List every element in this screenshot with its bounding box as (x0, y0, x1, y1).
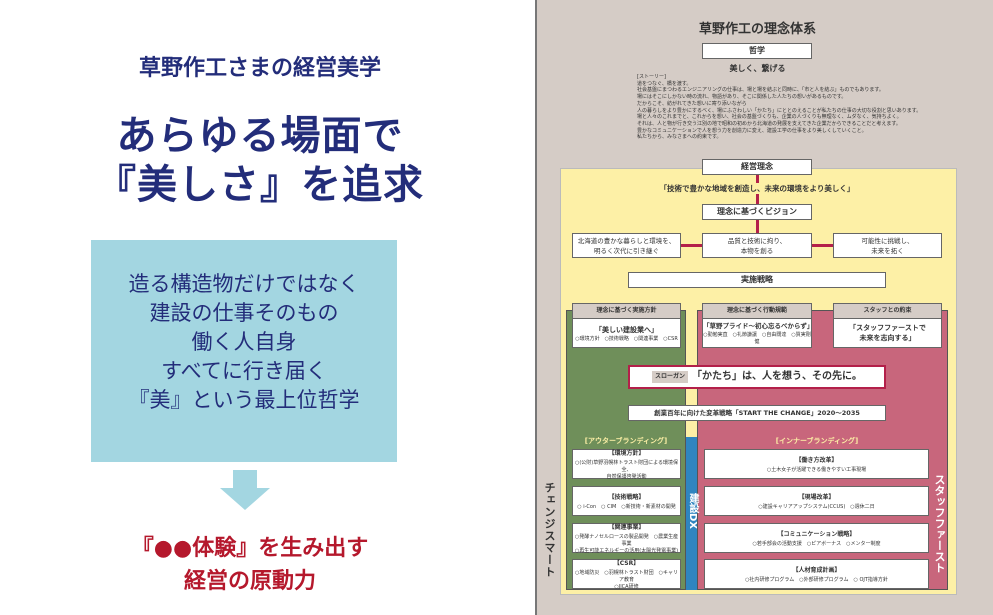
inner-item: 【人材育成計画】○社内研修プログラム ○外部研修プログラム ○ OJT指導方針 (704, 559, 929, 589)
construction-dx-label: 建設DX (687, 493, 698, 530)
story-line: 人の暮らしをより豊かにするべく、場にふさわしい「かたち」にととのえることが私たち… (637, 107, 922, 114)
change-strategy: 創業百年に向けた変革戦略「START THE CHANGE」2020〜2035 (628, 405, 886, 421)
story-line: 私たちから、みなさまへの約束です。 (637, 134, 722, 141)
dx-column (686, 437, 697, 590)
box-line: 建設の仕事そのもの (149, 301, 339, 325)
story-line: 社会基盤にまつわるエンジニアリングの仕事は、場と場を結ぶと同時に、「市と人を結ぶ… (637, 87, 884, 94)
story-line: [ストーリー] (637, 74, 666, 80)
inner-item: 【コミュニケーション戦略】○若手部会の活動支援 ○ピアボーナス ○メンター制度 (704, 523, 929, 553)
pillar-3: 「スタッフファーストで未来を志向する」 (833, 318, 942, 348)
headline-line-2: 『美しさ』を追求 (96, 162, 424, 208)
conclusion-line-2: 経営の原動力 (183, 569, 316, 594)
change-smart-label: チェンジスマート (543, 482, 556, 578)
story-line: それは、人と物が行き交う江別の地で昭和の初めから北海道の発展を支えてきた企業だか… (637, 120, 901, 127)
conclusion-line-1: 『●●体験』を生み出す (131, 536, 369, 561)
philosophy-box: 造る構造物だけではなく 建設の仕事そのもの 働く人自身 すべてに行き届く 『美』… (91, 240, 397, 462)
vision-3: 可能性に挑戦し、未来を拓く (833, 233, 942, 258)
box-line: 『美』という最上位哲学 (128, 388, 360, 412)
story-line: 道をつなぐ、橋を渡す。 (637, 80, 692, 87)
story-line: 場にはそこにしかない時の流れ、物語があり、そこに関係した人たちの想いがあるもので… (637, 94, 847, 101)
outer-item: 【関連事業】○発酵ナノセルロースの製品開発 ○農業生産事業○再生可能エネルギーの… (572, 523, 681, 554)
pillar-1: 「美しい建設業へ」○環境方針 ○技術戦略 ○関連事業 ○CSR (572, 318, 681, 348)
headline-line-1: あらゆる場面で (116, 113, 404, 159)
strategy-label: 実施戦略 (628, 272, 886, 288)
philosophy-label: 哲学 (702, 43, 812, 59)
management-philosophy: 「技術で豊かな地域を創造し、未来の環境をより美しく」 (600, 183, 914, 194)
slogan-text: 「かたち」は、人を想う、その先に。 (692, 371, 862, 382)
down-arrow-icon (220, 470, 270, 510)
box-line: 造る構造物だけではなく (128, 272, 360, 296)
philosophy-text: 美しく、繋げる (729, 64, 786, 73)
outer-item: 【技術戦略】○ i-Con ○ CIM ○新技術・新素材の開発 (572, 486, 681, 516)
story-line: 豊かなコミュニケーションで人を想う力を創造力に変え、建設工学の仕事をより美しくし… (637, 127, 867, 134)
diagram-title: 草野作工の理念体系 (698, 22, 816, 37)
staff-first-label: スタッフファースト (933, 474, 946, 573)
outer-item: 【CSR】○地域防災 ○羽幌林トラスト財団 ○キャリア教育○JICA研修 (572, 559, 681, 590)
box-line: 働く人自身 (191, 330, 297, 354)
box-line: すべてに行き届く (161, 359, 327, 383)
inner-branding-label: [インナーブランディング] (775, 437, 859, 445)
slogan-tag: スローガン (651, 371, 688, 383)
story-line: だからこそ、紡がれてきた想いに寄り添いながら (637, 100, 747, 107)
management-label: 経営理念 (702, 159, 812, 175)
left-subtitle: 草野作工さまの経営美学 (138, 56, 381, 81)
vision-label: 理念に基づくビジョン (702, 204, 812, 220)
pillar-3-header: スタッフとの約束 (833, 303, 942, 319)
story-text: [ストーリー]道をつなぐ、橋を渡す。社会基盤にまつわるエンジニアリングの仕事は、… (637, 74, 921, 141)
pillar-2: 「草野プライド〜初心忘るべからず」○勤勉実直 ○礼節謙譲 ○自由闊達 ○質実剛健 (702, 318, 813, 348)
slogan-box: スローガン「かたち」は、人を想う、その先に。 (628, 365, 886, 389)
inner-item: 【働き方改革】○土木女子が活躍できる働きやすい工事現場 (704, 449, 929, 479)
outer-branding-label: [アウターブランディング] (584, 437, 668, 445)
pillar-1-header: 理念に基づく実施方針 (572, 303, 681, 319)
vision-1: 北海道の豊かな暮らしと環境を、明るく次代に引き継ぐ (572, 233, 681, 258)
outer-item: 【環境方針】○(公財)草野羽幌林トラスト財団による環境保全、自然保護啓発活動 (572, 449, 681, 480)
pillar-2-header: 理念に基づく行動規範 (702, 303, 812, 319)
vision-2: 品質と技術に拘り、本物を創る (702, 233, 812, 258)
story-line: 場と人々のこれまでと、これからを想い、社会の基盤づくりも、企業の人づくりも無理な… (637, 114, 902, 121)
inner-item: 【現場改革】○建設キャリアアップシステム(CCUS) ○週休二日 (704, 486, 929, 516)
